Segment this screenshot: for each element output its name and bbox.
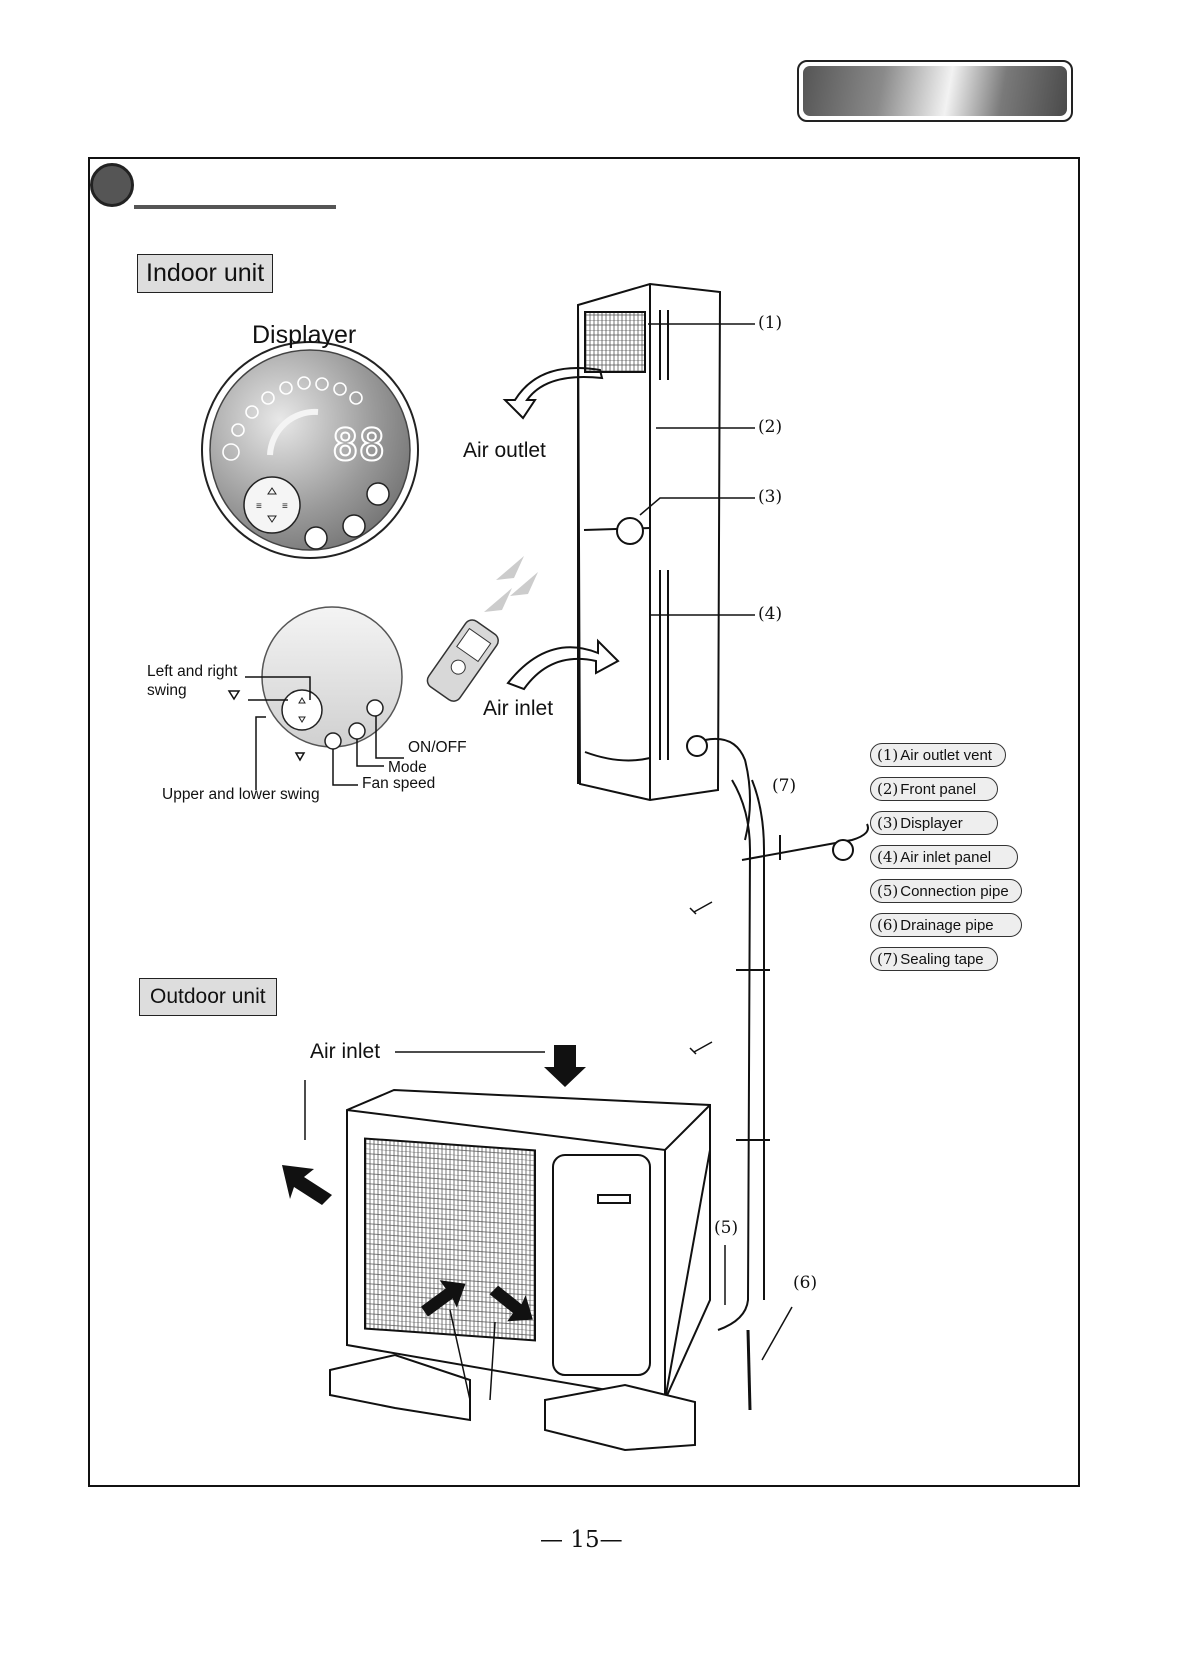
upper-lower-swing-label: Upper and lower swing bbox=[162, 786, 320, 804]
svg-text:≡: ≡ bbox=[256, 501, 262, 512]
air-outlet-label: Air outlet bbox=[463, 439, 546, 463]
display-digits: 88 bbox=[332, 420, 385, 471]
legend-item: (6)Drainage pipe bbox=[870, 913, 1022, 937]
legend-item: (1)Air outlet vent bbox=[870, 743, 1006, 767]
callout-4: (4) bbox=[758, 604, 782, 624]
callout-7: (7) bbox=[772, 776, 796, 796]
page-number: — 15— bbox=[540, 1527, 623, 1553]
parts-legend: (1)Air outlet vent (2)Front panel (3)Dis… bbox=[870, 743, 1030, 981]
fan-speed-label: Fan speed bbox=[362, 775, 435, 793]
legend-item: (4)Air inlet panel bbox=[870, 845, 1018, 869]
outdoor-unit-title: Outdoor unit bbox=[139, 978, 277, 1016]
on-off-label: ON/OFF bbox=[408, 739, 467, 757]
pipe-callout-lines bbox=[725, 1245, 792, 1360]
outdoor-air-inlet-label: Air inlet bbox=[310, 1040, 380, 1064]
callout-3: (3) bbox=[758, 487, 782, 507]
air-inlet-label: Air inlet bbox=[483, 697, 553, 721]
callout-5: (5) bbox=[714, 1218, 738, 1238]
outdoor-unit-graphic bbox=[330, 1090, 710, 1450]
callout-6: (6) bbox=[793, 1273, 817, 1293]
legend-item: (2)Front panel bbox=[870, 777, 998, 801]
left-right-swing-label: Left and right swing bbox=[147, 662, 237, 700]
signal-beam-icon bbox=[484, 556, 538, 612]
remote-control-graphic bbox=[424, 617, 501, 704]
legend-item: (3)Displayer bbox=[870, 811, 998, 835]
control-panel-graphic bbox=[229, 607, 404, 790]
callout-2: (2) bbox=[758, 417, 782, 437]
screw-icon bbox=[690, 902, 712, 1054]
indoor-unit-graphic bbox=[578, 284, 750, 840]
legend-item: (5)Connection pipe bbox=[870, 879, 1022, 903]
callout-1: (1) bbox=[758, 313, 782, 333]
indoor-unit-title: Indoor unit bbox=[137, 254, 273, 293]
displayer-panel-graphic: 88 ≡ ≡ bbox=[202, 342, 418, 558]
displayer-title: Displayer bbox=[252, 321, 356, 350]
pipe-assembly-graphic bbox=[718, 780, 868, 1410]
legend-item: (7)Sealing tape bbox=[870, 947, 998, 971]
svg-text:≡: ≡ bbox=[282, 501, 288, 512]
